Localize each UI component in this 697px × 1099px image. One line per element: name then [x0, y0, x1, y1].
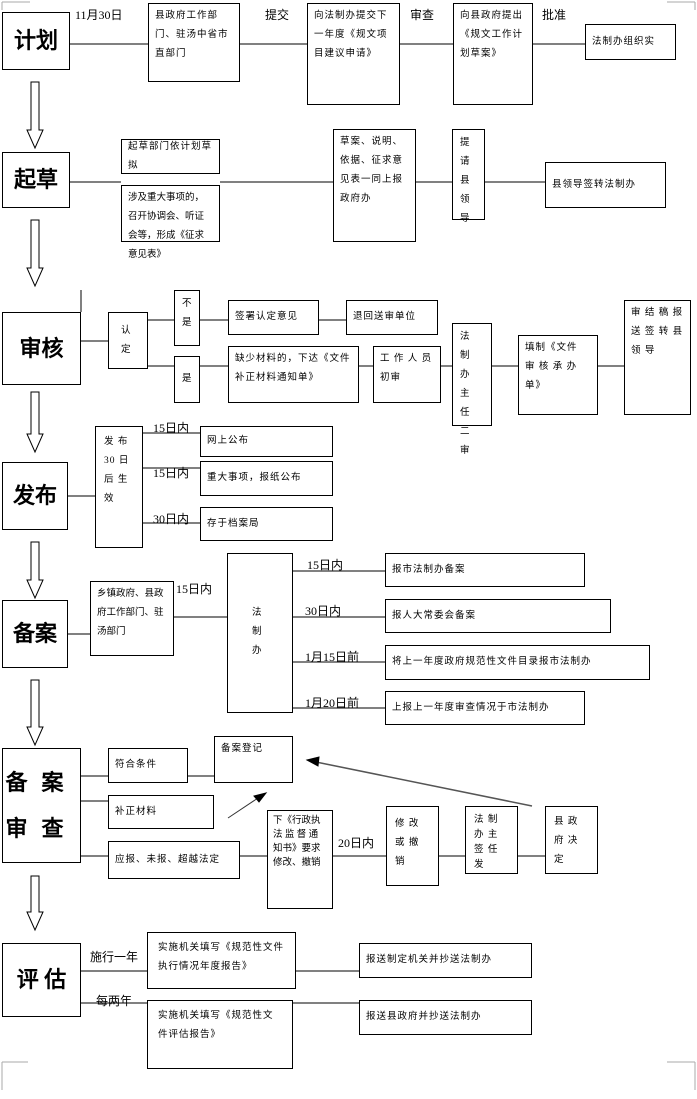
box-plan-draft: 向县政府提出《规文工作计划草案》 — [453, 3, 533, 105]
label-submit: 提交 — [265, 8, 290, 22]
label-t2: 15日内 — [153, 466, 190, 480]
label-approve: 批准 — [542, 8, 567, 22]
box-yes: 是 — [174, 356, 200, 403]
box-report-maker: 报送制定机关并抄送法制办 — [359, 943, 532, 978]
label-t0: 15日内 — [176, 582, 213, 596]
label-f3: 1月15日前 — [305, 650, 360, 664]
down-arrows — [26, 81, 44, 932]
stage-publish: 发布 — [2, 462, 68, 530]
box-sign-issue: 法 制 办 主 签 任 发 — [465, 806, 518, 874]
stage-filing-review: 备案 审查 — [2, 748, 81, 863]
box-source: 乡镇政府、县政府工作部门、驻汤部门 — [90, 581, 174, 656]
label-check: 审查 — [410, 8, 435, 22]
box-dept: 县政府工作部门、驻汤中省市直部门 — [148, 3, 240, 82]
box-f1: 报市法制办备案 — [385, 553, 585, 587]
box-first-review: 工 作 人 员初审 — [373, 346, 441, 403]
box-f4: 上报上一年度审查情况于市法制办 — [385, 691, 585, 725]
box-leader-sign: 县领导签转法制办 — [545, 162, 666, 208]
box-no: 不 是 — [174, 290, 200, 346]
stage-draft: 起草 — [2, 152, 70, 208]
box-newspaper: 重大事项，报纸公布 — [200, 461, 333, 496]
box-office: 法 制 办 — [227, 553, 293, 713]
box-effect: 发 布 30 日 后 生 效 — [95, 426, 143, 548]
label-20days: 20日内 — [338, 836, 375, 850]
label-f1: 15日内 — [307, 558, 344, 572]
box-submit-office: 草案、说明、依据、征求意见表一同上报政府办 — [333, 129, 416, 242]
box-second-review: 法 制 办 主 任 二 审 — [452, 323, 492, 456]
box-sign-opinion: 签署认定意见 — [228, 300, 319, 335]
box-major: 涉及重大事项的，召开协调会、听证会等，形成《征求意见表》 — [121, 185, 220, 260]
box-implement: 法制办组织实 — [585, 24, 676, 60]
label-date: 11月30日 — [75, 8, 123, 22]
box-annual-report: 实施机关填写《规范性文件执行情况年度报告》 — [147, 932, 296, 989]
box-supplement: 补正材料 — [108, 795, 214, 829]
box-ok: 符合条件 — [108, 748, 188, 783]
box-return: 退回送审单位 — [346, 300, 438, 335]
box-f2: 报人大常委会备案 — [385, 599, 611, 633]
label-f2: 30日内 — [305, 604, 342, 618]
box-decide: 县 政 府 决 定 — [545, 806, 598, 874]
box-final: 审 结 稿 报 送 签 转 县 领 导 — [624, 300, 691, 415]
box-f3: 将上一年度政府规范性文件目录报市法制办 — [385, 645, 650, 680]
box-eval-report: 实施机关填写《规范性文件评估报告》 — [147, 1000, 293, 1069]
label-two-years: 每两年 — [96, 994, 133, 1008]
box-report-county: 报送县政府并抄送法制办 — [359, 1000, 532, 1035]
stage-evaluate: 评 估 — [2, 943, 81, 1017]
box-archive: 存于档案局 — [200, 507, 333, 541]
box-lack: 缺少材料的，下达《文件补正材料通知单》 — [228, 346, 359, 403]
box-notice: 下《行政执 法 监 督 通 知书》要求修改、撤销 — [267, 810, 333, 909]
box-submit: 向法制办提交下一年度《规文项目建议申请》 — [307, 3, 400, 105]
stage-filing: 备案 — [2, 600, 68, 668]
label-t1: 15日内 — [153, 421, 190, 435]
box-identify: 认 定 — [108, 312, 148, 369]
label-t3: 30日内 — [153, 512, 190, 526]
stage-plan: 计划 — [2, 12, 70, 70]
box-online: 网上公布 — [200, 426, 333, 457]
box-fill-form: 填制《文件 审 核 承 办 单》 — [518, 335, 598, 415]
stage-review: 审核 — [2, 312, 81, 385]
box-draft-plan: 起草部门依计划草拟 — [121, 139, 220, 174]
label-one-year: 施行一年 — [90, 950, 139, 964]
box-revise: 修 改 或 撤 销 — [386, 806, 439, 886]
box-register: 备案登记 — [214, 736, 293, 783]
box-leader: 提 请 县 领 导 — [452, 129, 485, 224]
label-f4: 1月20日前 — [305, 696, 360, 710]
box-violate: 应报、未报、超越法定 — [108, 841, 240, 879]
